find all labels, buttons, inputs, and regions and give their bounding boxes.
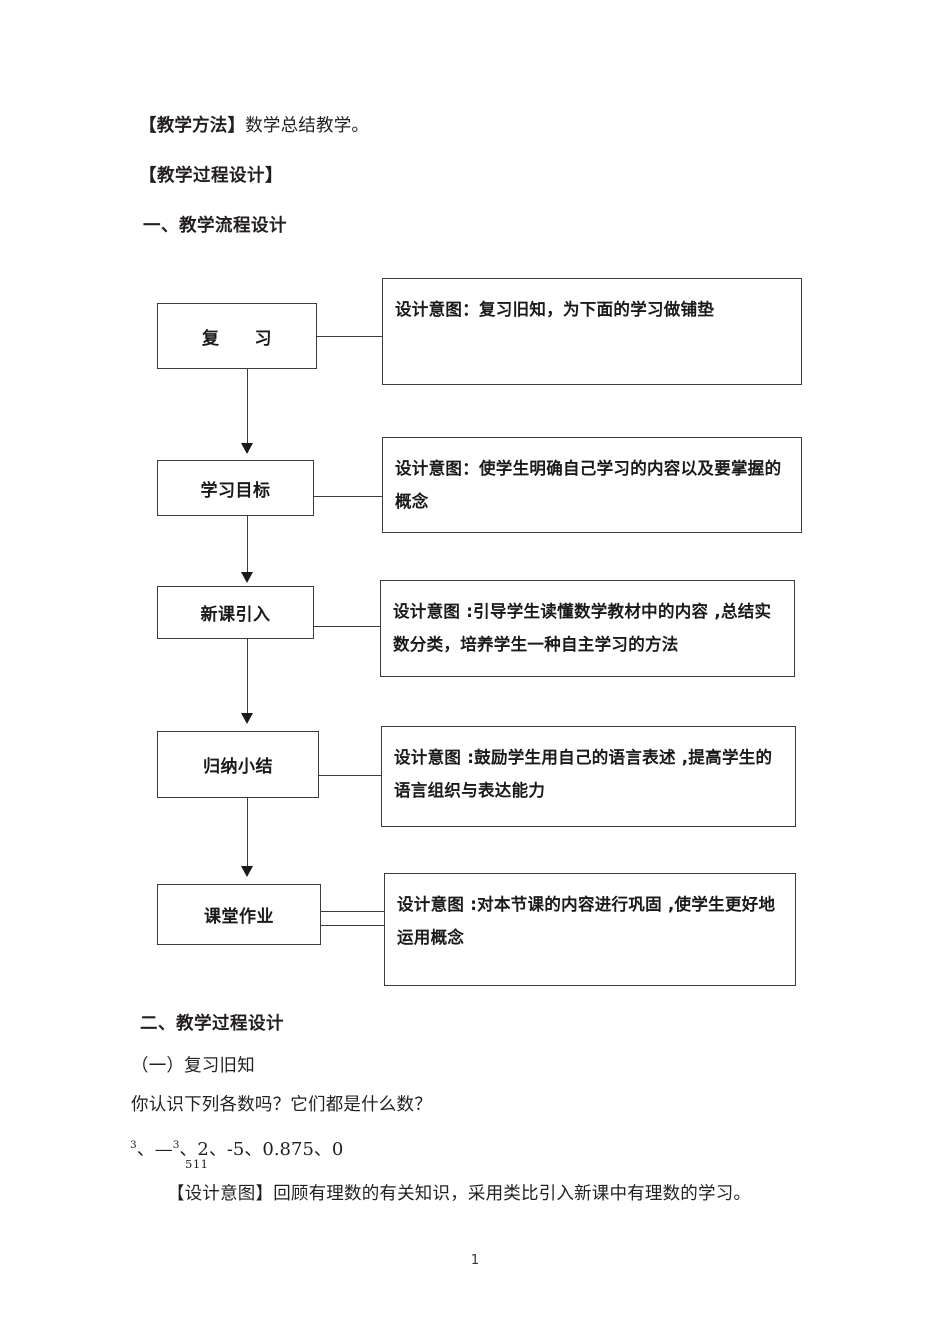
flow-desc-text: 设计意图 :对本节课的内容进行巩固 ,使学生更好地运用概念 [397, 895, 776, 947]
arrow-shaft-3 [247, 639, 248, 719]
fraction-dash: — [154, 1139, 173, 1160]
flow-desc-text: 设计意图 :引导学生读懂数学教材中的内容 ,总结实数分类，培养学生一种自主学习的… [393, 602, 772, 654]
arrow-head-3 [241, 713, 253, 724]
teaching-method-value: 数学总结教学。 [245, 116, 370, 136]
number-list-line: 3、—3、2、-5、0.875、0 511 [130, 1135, 344, 1171]
connector-objectives [314, 496, 382, 497]
section-two-heading: 二、教学过程设计 [140, 1014, 284, 1034]
flow-desc-review: 设计意图：复习旧知，为下面的学习做铺垫 [382, 278, 802, 385]
review-question: 你认识下列各数吗？它们都是什么数？ [131, 1095, 432, 1115]
arrow-shaft-4 [247, 798, 248, 872]
page-number: 1 [470, 1253, 480, 1268]
arrow-head-1 [241, 443, 253, 454]
process-design-heading: 【教学过程设计】 [139, 166, 283, 186]
flow-desc-homework: 设计意图 :对本节课的内容进行巩固 ,使学生更好地运用概念 [384, 873, 796, 986]
connector-new-lesson [314, 626, 380, 627]
connector-homework-upper [321, 911, 384, 912]
teaching-method-label: 【教学方法】 [139, 116, 246, 136]
flow-node-review[interactable]: 复 习 [157, 303, 317, 369]
design-intent-line: 【设计意图】回顾有理数的有关知识，采用类比引入新课中有理数的学习。 [167, 1184, 752, 1204]
flow-desc-summary: 设计意图 :鼓励学生用自己的语言表述 ,提高学生的语言组织与表达能力 [381, 726, 796, 827]
flow-node-homework[interactable]: 课堂作业 [157, 884, 321, 945]
flow-node-label: 课堂作业 [204, 907, 274, 927]
design-intent-text: 回顾有理数的有关知识，采用类比引入新课中有理数的学习。 [273, 1184, 752, 1204]
numerator-two: 3 [172, 1139, 180, 1151]
flow-node-new-lesson[interactable]: 新课引入 [157, 586, 314, 639]
flow-desc-text: 设计意图 :鼓励学生用自己的语言表述 ,提高学生的语言组织与表达能力 [394, 748, 773, 800]
arrow-shaft-2 [247, 516, 248, 578]
design-intent-label: 【设计意图】 [167, 1184, 274, 1204]
connector-review [317, 336, 382, 337]
flow-node-label: 复 习 [202, 328, 272, 349]
flow-node-label: 新课引入 [200, 605, 271, 625]
separator-one: 、 [136, 1139, 155, 1160]
numerator-one: 3 [130, 1139, 137, 1151]
flow-node-objectives[interactable]: 学习目标 [157, 460, 314, 516]
flow-node-label: 学习目标 [200, 480, 271, 501]
arrow-head-4 [241, 866, 253, 877]
denominator-digits: 511 [185, 1157, 209, 1171]
flow-desc-objectives: 设计意图：使学生明确自己学习的内容以及要掌握的概念 [382, 437, 802, 533]
flow-node-label: 归纳小结 [203, 757, 273, 777]
section-one-heading: 一、教学流程设计 [143, 216, 287, 236]
number-list-rest: 、2、-5、0.875、0 [179, 1139, 344, 1160]
arrow-shaft-1 [247, 369, 248, 449]
flow-node-summary[interactable]: 归纳小结 [157, 731, 319, 798]
flow-desc-text: 设计意图：使学生明确自己学习的内容以及要掌握的概念 [395, 459, 782, 511]
flow-desc-text: 设计意图：复习旧知，为下面的学习做铺垫 [395, 300, 715, 319]
flow-desc-new-lesson: 设计意图 :引导学生读懂数学教材中的内容 ,总结实数分类，培养学生一种自主学习的… [380, 580, 795, 677]
teaching-method-line: 【教学方法】数学总结教学。 [139, 116, 370, 136]
arrow-head-2 [241, 572, 253, 583]
connector-homework-lower [321, 925, 384, 926]
subsection-one-label: （一）复习旧知 [131, 1056, 255, 1076]
connector-summary [319, 775, 381, 776]
